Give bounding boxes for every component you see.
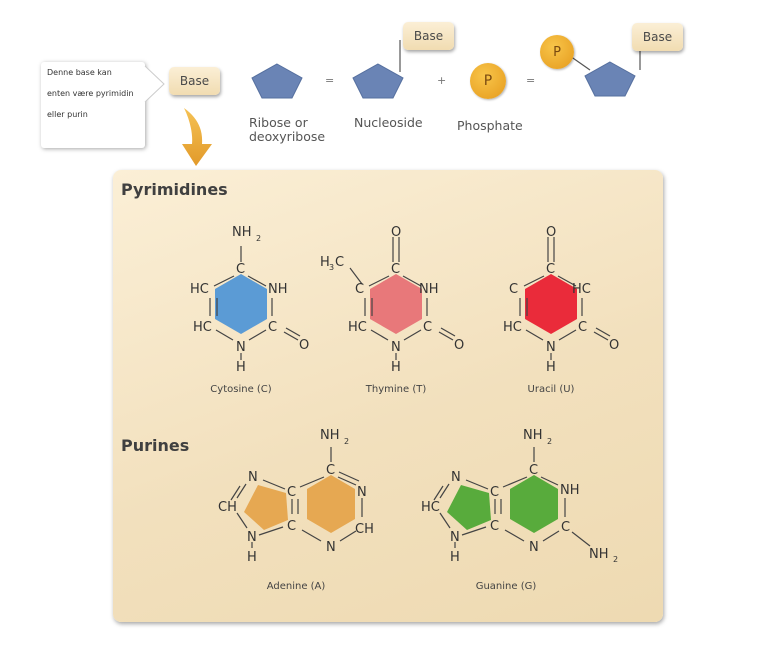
guanine-structure: NH 2 C N C NH HC C C N N H NH 2	[421, 428, 618, 565]
nucleoside-base-tag: Base	[403, 22, 454, 50]
cytosine-nh2-label: NH	[232, 225, 252, 240]
cytosine-n1-label: N	[236, 340, 246, 355]
thymine-nh3-label: NH	[419, 282, 439, 297]
equals-sign-2: =	[526, 74, 536, 87]
cytosine-c2-label: C	[268, 320, 277, 335]
thymine-c4-label: C	[391, 262, 400, 277]
adenine-n1-label: N	[357, 485, 367, 500]
guanine-nh2-bottom-subscript: 2	[613, 555, 618, 564]
adenine-n9-label: N	[247, 530, 257, 545]
guanine-h-label: H	[450, 550, 460, 565]
guanine-nh2-top-label: NH	[523, 428, 543, 443]
ribose-label-2: deoxyribose	[249, 129, 326, 144]
guanine-c2-label: C	[561, 520, 570, 535]
uracil-n1-label: N	[546, 340, 556, 355]
nucleotide-base-tag: Base	[632, 23, 683, 51]
guanine-nh2-bottom-label: NH	[589, 547, 609, 562]
phosphate-circle-icon: P	[470, 63, 506, 99]
cytosine-nh3-label: NH	[268, 282, 288, 297]
thymine-h3c-label: H	[320, 255, 330, 270]
uracil-c4-label: C	[546, 262, 555, 277]
adenine-h-label: H	[247, 550, 257, 565]
cytosine-nh2-subscript: 2	[256, 234, 261, 243]
adenine-c4-label: C	[287, 519, 296, 534]
guanine-name: Guanine (G)	[476, 581, 537, 592]
uracil-o4-label: O	[546, 225, 556, 240]
cytosine-c4-label: C	[236, 262, 245, 277]
phosphate-label: Phosphate	[457, 118, 523, 133]
cytosine-h-label: H	[236, 360, 246, 375]
purines-title: Purines	[121, 436, 190, 455]
cytosine-hc6-label: HC	[193, 320, 212, 335]
thymine-name: Thymine (T)	[365, 384, 427, 395]
uracil-c2-label: C	[578, 320, 587, 335]
cytosine-structure: NH 2 C HC NH HC C O N H	[190, 225, 309, 375]
guanine-n9-label: N	[450, 530, 460, 545]
uracil-o2-label: O	[609, 338, 619, 353]
guanine-nh2-top-subscript: 2	[547, 437, 552, 446]
thymine-n1-label: N	[391, 340, 401, 355]
equals-sign-1: =	[325, 74, 335, 87]
adenine-n7-label: N	[248, 470, 258, 485]
adenine-pentagon	[244, 485, 288, 530]
thymine-methyl-c-label: C	[335, 255, 344, 270]
uracil-hc6-label: HC	[503, 320, 522, 335]
uracil-structure: O C C HC HC C O N H	[503, 225, 619, 375]
cytosine-o-label: O	[299, 338, 309, 353]
thymine-o4-label: O	[391, 225, 401, 240]
note-line-3: eller purin	[47, 110, 88, 119]
pyrimidines-title: Pyrimidines	[121, 180, 228, 199]
uracil-name: Uracil (U)	[528, 384, 575, 395]
guanine-c5-label: C	[490, 485, 499, 500]
bases-panel	[113, 170, 663, 622]
note-box: Denne base kan enten være pyrimidin elle…	[41, 62, 145, 148]
cytosine-name: Cytosine (C)	[210, 384, 271, 395]
thymine-h3c-subscript: 3	[329, 263, 334, 272]
guanine-n7-label: N	[451, 470, 461, 485]
guanine-hexagon	[510, 475, 558, 533]
guanine-pentagon	[447, 485, 491, 530]
uracil-c5-label: C	[509, 282, 518, 297]
ribose-pentagon-icon	[251, 63, 303, 99]
nucleoside-label: Nucleoside	[354, 115, 423, 130]
note-line-2: enten være pyrimidin	[47, 89, 134, 98]
adenine-n3-label: N	[326, 540, 336, 555]
thymine-structure: O H 3 C C C NH HC C O N H	[320, 225, 464, 375]
guanine-c4-label: C	[490, 519, 499, 534]
thymine-c5-label: C	[355, 282, 364, 297]
plus-sign: +	[437, 74, 447, 87]
ribose-label-1: Ribose or	[249, 115, 308, 130]
down-arrow-icon	[182, 108, 212, 166]
adenine-nh2-subscript: 2	[344, 437, 349, 446]
thymine-o2-label: O	[454, 338, 464, 353]
nucleotide-phosphate-icon: P	[540, 35, 574, 69]
adenine-structure: NH 2 C N C N CH C CH N N H	[218, 428, 374, 565]
note-line-1: Denne base kan	[47, 68, 112, 77]
adenine-hexagon	[307, 475, 355, 533]
cytosine-ring	[215, 274, 267, 334]
thymine-c2-label: C	[423, 320, 432, 335]
cytosine-hc5-label: HC	[190, 282, 209, 297]
adenine-ch2-label: CH	[355, 522, 374, 537]
adenine-ch8-label: CH	[218, 500, 237, 515]
adenine-nh2-label: NH	[320, 428, 340, 443]
adenine-c5-label: C	[287, 485, 296, 500]
base-tag: Base	[169, 67, 220, 95]
thymine-h-label: H	[391, 360, 401, 375]
thymine-ring	[370, 274, 422, 334]
guanine-nh1-label: NH	[560, 483, 580, 498]
adenine-c6-label: C	[326, 463, 335, 478]
adenine-name: Adenine (A)	[267, 581, 326, 592]
thymine-hc6-label: HC	[348, 320, 367, 335]
uracil-ring	[525, 274, 577, 334]
nucleoside-icon	[352, 40, 404, 99]
uracil-h-label: H	[546, 360, 556, 375]
note-pointer	[144, 66, 165, 103]
uracil-hc-label: HC	[572, 282, 591, 297]
guanine-n3-label: N	[529, 540, 539, 555]
guanine-c6-label: C	[529, 463, 538, 478]
guanine-hc8-label: HC	[421, 500, 440, 515]
